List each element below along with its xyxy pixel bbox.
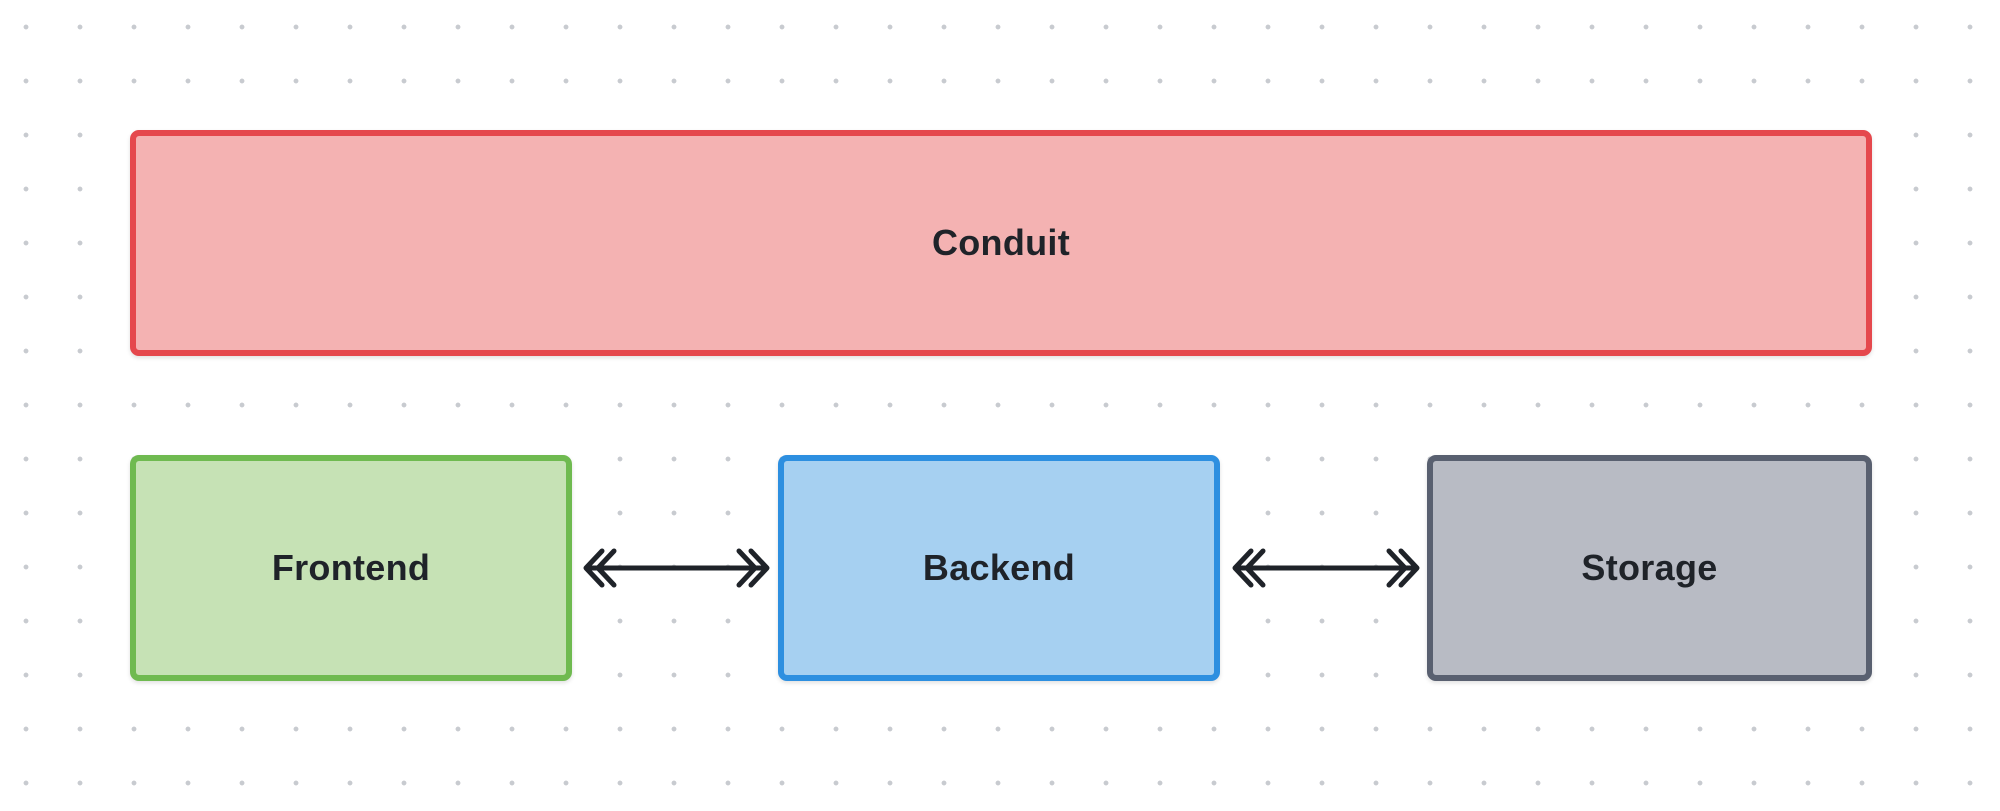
left-double-chevron-icon [1232, 548, 1254, 588]
backend-label: Backend [922, 547, 1076, 588]
right-double-chevron-icon [1398, 548, 1420, 588]
backend-storage-connector[interactable] [1232, 548, 1420, 588]
right-double-chevron-icon [1386, 548, 1408, 588]
left-double-chevron-icon [583, 548, 605, 588]
right-double-chevron-icon [736, 548, 758, 588]
frontend-label: Frontend [271, 547, 431, 588]
frontend-backend-connector[interactable] [583, 548, 770, 588]
storage-label: Storage [1581, 547, 1718, 588]
storage-node[interactable]: Storage [1427, 455, 1872, 681]
left-double-chevron-icon [1244, 548, 1266, 588]
conduit-node[interactable]: Conduit [130, 130, 1872, 356]
conduit-label: Conduit [931, 222, 1071, 263]
frontend-node[interactable]: Frontend [130, 455, 572, 681]
left-double-chevron-icon [595, 548, 617, 588]
backend-node[interactable]: Backend [778, 455, 1220, 681]
right-double-chevron-icon [748, 548, 770, 588]
